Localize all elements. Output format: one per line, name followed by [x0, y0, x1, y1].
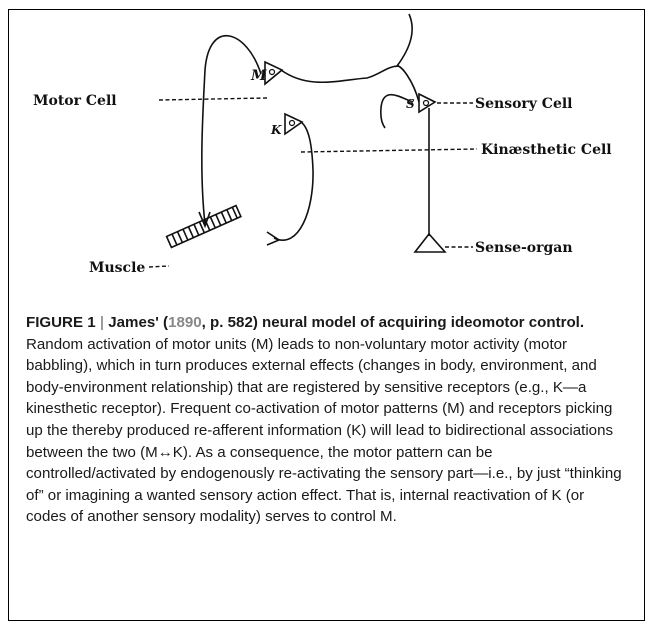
kinaesthetic-cell-label: Kinæsthetic Cell [481, 142, 612, 158]
figure-caption: FIGURE 1 | James' (1890, p. 582) neural … [26, 312, 626, 528]
sensory-cell-neuron [419, 94, 435, 112]
motor-cell-label: Motor Cell [33, 93, 117, 109]
caption-title-before-cite: James' ( [108, 314, 168, 331]
figure-label: FIGURE 1 [26, 314, 96, 331]
caption-body: Random activation of motor units (M) lea… [26, 336, 622, 526]
muscle-label: Muscle [89, 260, 145, 276]
motor-cell-nucleus [270, 70, 275, 75]
motor-loop-path [202, 36, 261, 224]
kinaesthetic-return-path [274, 122, 313, 240]
k-letter: K [270, 123, 282, 137]
figure-frame: Motor Cell Sensory Cell Kinæsthetic Cell… [8, 9, 645, 621]
return-arrow-icon [267, 232, 279, 245]
sense-organ-label: Sense-organ [475, 240, 573, 256]
kinaesthetic-cell-neuron [285, 114, 302, 134]
sensory-cell-label: Sensory Cell [475, 96, 573, 112]
caption-separator: | [100, 314, 104, 331]
s-letter: S [406, 97, 415, 111]
motor-cell-leader [159, 98, 267, 100]
motor-cell-neuron [265, 62, 282, 84]
motor-to-sensory-link [281, 66, 399, 82]
sensory-dendrite-upper [397, 14, 419, 102]
muscle-leader [149, 266, 169, 267]
sense-organ-shape [415, 234, 445, 252]
m-letter: M [250, 68, 267, 84]
caption-title-after-cite: , p. 582) neural model of acquiring ideo… [202, 314, 584, 331]
kinaesthetic-cell-leader [301, 149, 477, 152]
neural-model-diagram: Motor Cell Sensory Cell Kinæsthetic Cell… [9, 10, 644, 300]
citation-year-link[interactable]: 1890 [168, 314, 202, 331]
sensory-cell-nucleus [424, 101, 429, 106]
kinaesthetic-cell-nucleus [290, 121, 295, 126]
